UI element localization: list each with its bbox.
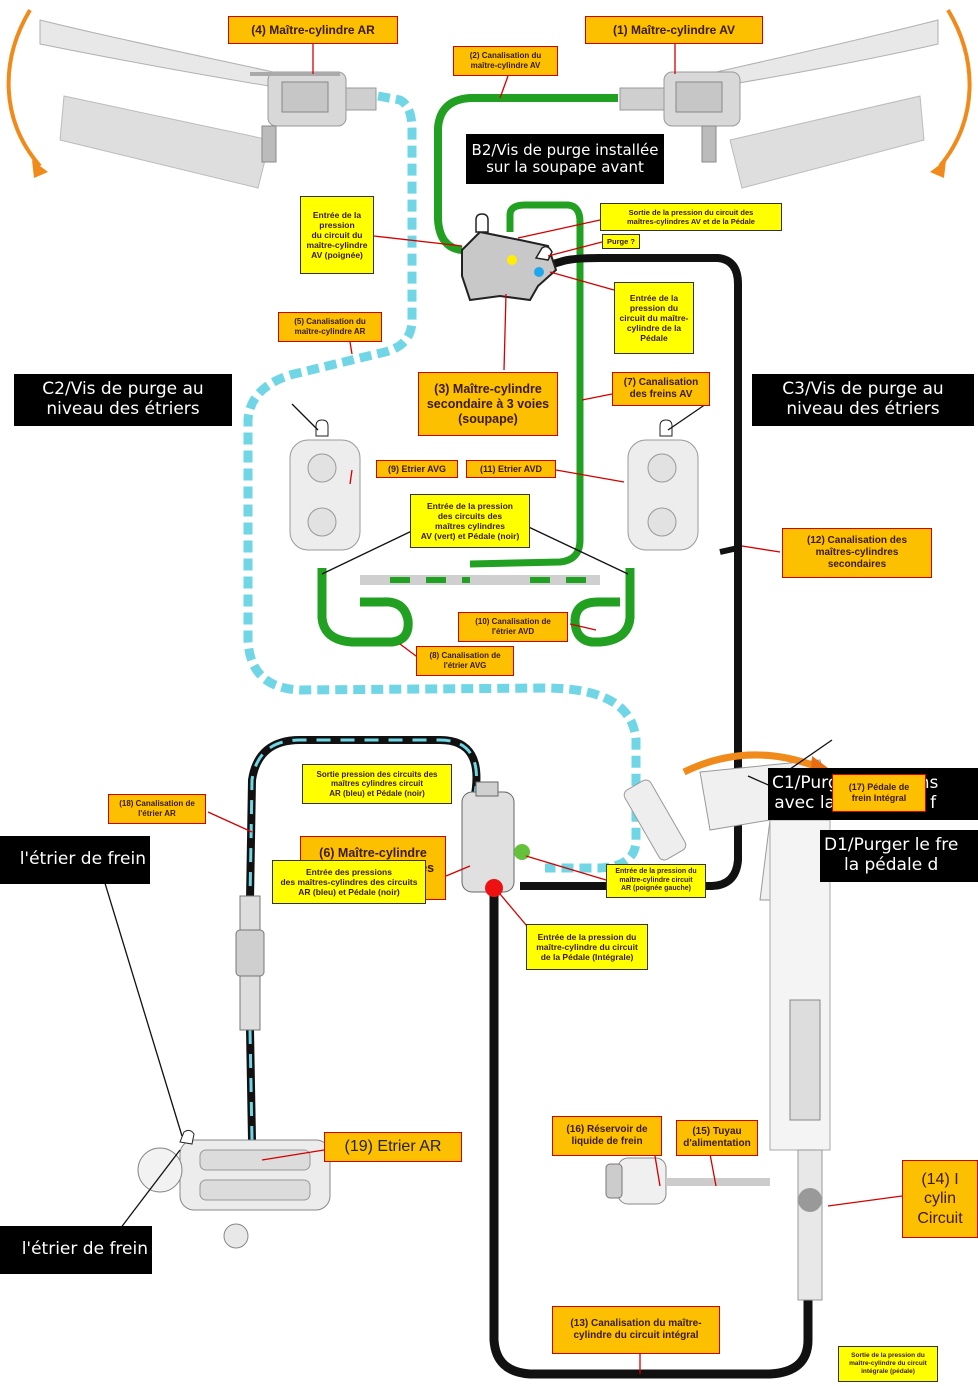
pedal-assembly: [623, 759, 831, 1301]
rear-caliper-label: (19) Etrier AR: [324, 1132, 462, 1162]
left-caliper-bleed-label: C2/Vis de purge au niveau des étriers: [14, 374, 232, 426]
front-master-cylinder-label: (1) Maître-cylindre AV: [585, 16, 763, 44]
front-valve-bleed-screw-label: B2/Vis de purge installée sur la soupape…: [466, 134, 664, 184]
rear-caliper: [137, 1129, 331, 1249]
front-master-cylinder-lever: [619, 19, 939, 189]
supply-hose-label: (15) Tuyau d'alimentation: [676, 1120, 758, 1156]
front-right-caliper-pipe-label: (10) Canalisation de l'étrier AVD: [458, 612, 568, 642]
rear-lever-arrow: [6, 8, 42, 168]
front-brakes-pipe-label: (7) Canalisation des freins AV: [612, 372, 710, 406]
front-right-caliper-label: (11) Etrier AVD: [466, 460, 556, 478]
integral-pressure-output-label: Sortie de la pression du maître-cylindre…: [838, 1346, 938, 1382]
pedal-arrow: [682, 751, 822, 776]
rear-line-fitting: [235, 895, 265, 1031]
rear-caliper-bleed-label-top: l'étrier de frein: [0, 836, 150, 884]
rear-pressure-output-label: Sortie pression des circuits des maîtres…: [302, 764, 452, 804]
four-way-valve: [461, 781, 530, 897]
circuits-input-pressure-label: Entrée de la pression des circuits des m…: [410, 494, 530, 548]
front-left-caliper-label: (9) Etrier AVG: [376, 460, 458, 478]
pedal-input-pressure-label: Entrée de la pression du circuit du maît…: [614, 282, 694, 354]
integral-pedal-input-label: Entrée de la pression du maître-cylindre…: [526, 924, 648, 970]
front-right-caliper-pipe: [570, 568, 635, 647]
pedal-brake-bleed-label: D1/Purger le fre la pédale d: [820, 830, 978, 882]
three-way-secondary-cylinder-label: (3) Maître-cylindre secondaire à 3 voies…: [418, 372, 558, 436]
front-lever-arrowhead: [930, 160, 946, 178]
front-left-caliper: [289, 419, 361, 551]
rear-master-cylinder-label: (4) Maître-cylindre AR: [228, 16, 398, 44]
brake-fluid-reservoir-label: (16) Réservoir de liquide de frein: [552, 1116, 662, 1156]
rear-caliper-pipe-label: (18) Canalisation de l'étrier AR: [108, 794, 206, 824]
front-lever-arrow: [938, 8, 972, 168]
rear-master-cylinder-pipe-label: (5) Canalisation du maître-cylindre AR: [278, 312, 382, 342]
front-circuit-pipe: [434, 94, 618, 254]
rear-caliper-pipe-blue: [248, 738, 478, 901]
rear-master-cylinder-lever: [39, 19, 377, 189]
integral-circuit-pipe-label: (13) Canalisation du maître- cylindre du…: [552, 1306, 720, 1354]
front-left-caliper-pipe-label: (8) Canalisation de l'étrier AVG: [416, 646, 514, 676]
purge-question-label: Purge ?: [602, 234, 640, 249]
pedal-master-cylinder-label: (14) I cylin Circuit: [902, 1160, 978, 1238]
integral-brake-pedal-label: (17) Pédale de frein Intégral: [832, 774, 926, 812]
rear-caliper-bleed-label-bottom: l'étrier de frein: [0, 1226, 152, 1274]
front-brakes-pipe: [469, 201, 584, 568]
front-left-caliper-pipe: [317, 568, 413, 647]
secondary-cylinders-pipe-label: (12) Canalisation des maîtres-cylindres …: [782, 528, 932, 578]
rear-pressures-input-label: Entrée des pressions des maîtres-cylindr…: [272, 860, 426, 904]
rear-circuit-pipe: [243, 91, 641, 873]
right-caliper-bleed-label: C3/Vis de purge au niveau des étriers: [752, 374, 974, 426]
front-input-pressure-label: Entrée de la pression du circuit du maît…: [300, 196, 374, 274]
pedal-circuit-pipe: [520, 254, 742, 890]
front-right-caliper: [627, 419, 699, 551]
rear-handle-input-label: Entrée de la pression du maître-cylindre…: [606, 864, 706, 898]
pressure-output-label: Sortie de la pression du circuit des maî…: [600, 203, 782, 231]
rear-lever-arrowhead: [32, 160, 48, 178]
front-master-cylinder-pipe-label: (2) Canalisation du maître-cylindre AV: [453, 46, 558, 76]
integral-circuit-pipe: [489, 890, 813, 1379]
rear-caliper-pipe-lower-blue: [248, 1029, 254, 1141]
three-way-valve: [461, 213, 558, 302]
pedal-to-front-pipe: [719, 545, 739, 555]
